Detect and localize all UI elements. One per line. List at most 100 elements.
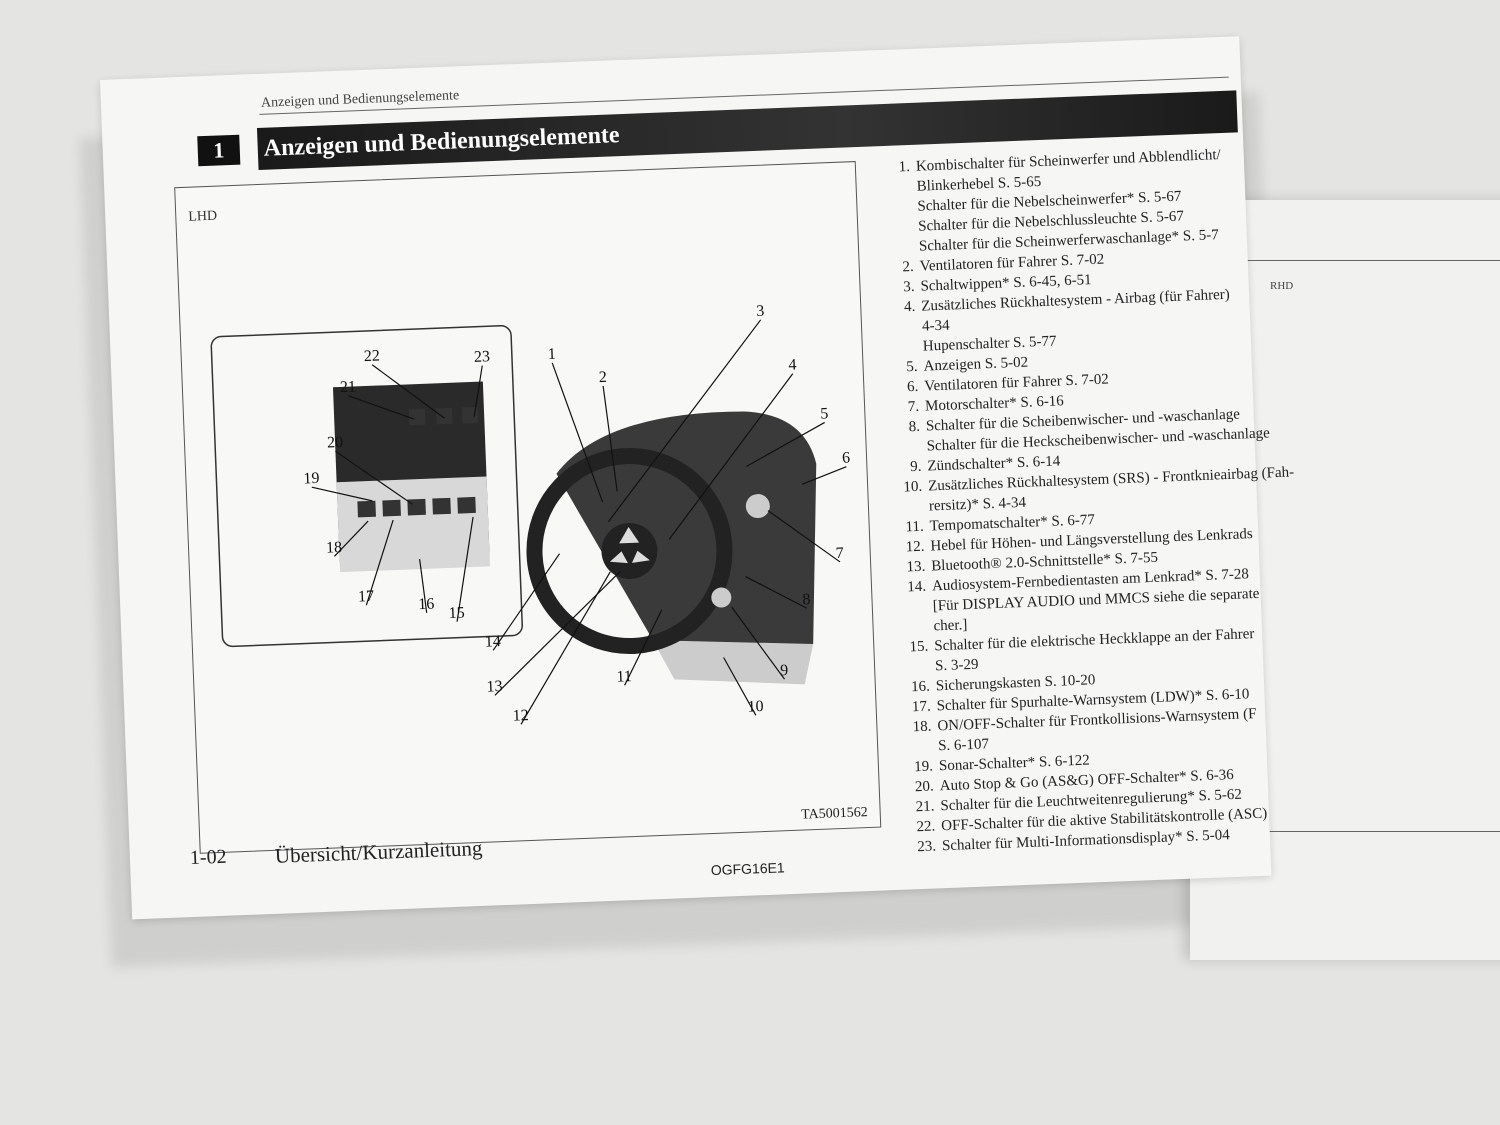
legend-number: 17.: [911, 698, 931, 716]
callout-number: 20: [327, 434, 344, 452]
component-legend: 1.Kombischalter für Scheinwerfer und Abb…: [884, 144, 1294, 857]
legend-text: S. 6-107: [937, 736, 990, 755]
legend-number: [890, 317, 917, 338]
callout-leader-line: [473, 365, 483, 417]
callout-number: 12: [512, 707, 529, 725]
callout-leader-line: [607, 319, 762, 523]
callout-leader-line: [348, 395, 415, 420]
legend-number: 23.: [916, 838, 937, 856]
legend-number: 19.: [913, 758, 934, 776]
inset-frame: [210, 325, 523, 648]
callout-number: 3: [756, 303, 765, 320]
page-number: 1-02: [189, 845, 228, 870]
legend-text: 4-34: [921, 317, 950, 335]
callout-leader-line: [602, 385, 618, 492]
legend-number: 15.: [909, 638, 929, 656]
callout-leader-line: [624, 609, 663, 686]
legend-number: [901, 617, 928, 638]
callout-number: 17: [358, 588, 375, 606]
callout-leader-line: [494, 570, 621, 696]
legend-number: 20.: [914, 778, 935, 796]
legend-number: [887, 237, 914, 258]
callout-number: 2: [598, 369, 607, 386]
legend-number: 3.: [902, 278, 915, 296]
legend-number: [906, 737, 933, 758]
legend-text: S. 3-29: [934, 656, 979, 675]
legend-number: 6.: [906, 378, 919, 396]
legend-number: [900, 597, 927, 618]
dashboard: [556, 411, 817, 650]
document-code: OGFG16E1: [710, 859, 785, 879]
legend-number: [886, 217, 913, 238]
legend-number: [894, 437, 921, 458]
callout-leader-line: [767, 510, 841, 563]
legend-text: cher.]: [933, 617, 968, 635]
callout-leader-line: [731, 606, 785, 680]
legend-number: [885, 197, 912, 218]
legend-number: [897, 497, 924, 518]
callout-number: 1: [548, 346, 557, 363]
callout-leader-line: [371, 364, 445, 419]
callout-leader-line: [492, 553, 561, 651]
legend-number: 9.: [909, 458, 922, 476]
callout-number: 11: [616, 668, 632, 686]
callout-number: 10: [747, 698, 764, 716]
legend-number: 2.: [902, 258, 915, 276]
mitsubishi-logo: [609, 527, 650, 564]
callout-number: 19: [303, 470, 320, 488]
callout-leader-line: [801, 466, 847, 485]
manual-page: Anzeigen und Bedienungselemente 1 Anzeig…: [100, 36, 1294, 920]
legend-number: 10.: [903, 478, 923, 496]
legend-number: 16.: [910, 678, 931, 696]
legend-number: 8.: [908, 418, 921, 436]
figure-code: TA5001562: [800, 805, 868, 823]
legend-number: 14.: [907, 578, 927, 596]
rhd-label: RHD: [1270, 280, 1294, 292]
legend-number: 21.: [915, 798, 935, 816]
legend-number: 7.: [907, 398, 920, 416]
callout-number: 22: [363, 347, 380, 365]
legend-number: 13.: [906, 558, 926, 576]
legend-number: 12.: [905, 538, 925, 556]
callout-number: 5: [820, 405, 829, 422]
engine-switch: [745, 494, 770, 519]
chapter-number: 1: [197, 134, 241, 167]
switch-buttons: [357, 406, 479, 518]
legend-number: [890, 337, 917, 358]
callout-leader-line: [419, 559, 428, 613]
callout-leader-line: [746, 421, 825, 467]
callout-number: 16: [418, 596, 435, 614]
callout-number: 15: [448, 604, 465, 622]
callout-number: 14: [485, 633, 502, 651]
callout-leader-line: [335, 450, 413, 505]
callout-leader-line: [723, 657, 757, 716]
knee-panel: [652, 640, 814, 685]
legend-number: [903, 657, 930, 678]
callout-number: 8: [802, 591, 811, 608]
callout-number: 6: [842, 449, 851, 466]
legend-number: 4.: [903, 298, 916, 316]
callout-number: 23: [474, 348, 491, 366]
legend-number: 1.: [898, 158, 911, 176]
callout-number: 18: [326, 539, 343, 557]
callout-leader-line: [668, 373, 794, 540]
legend-number: 5.: [906, 358, 918, 376]
callout-number: 21: [340, 378, 357, 396]
legend-number: 22.: [916, 818, 936, 836]
switch-panel-lower: [336, 476, 490, 573]
callout-leader-line: [520, 571, 611, 725]
callout-number: 13: [486, 678, 503, 696]
legend-number: 11.: [905, 518, 925, 536]
callout-number: 9: [780, 662, 789, 679]
rhd-figure: [1240, 260, 1500, 832]
steering-hub: [601, 523, 658, 580]
callout-leader-line: [365, 519, 394, 606]
callout-leader-line: [745, 576, 808, 609]
callout-leader-line: [311, 486, 373, 502]
ignition: [711, 587, 732, 608]
callout-leader-line: [456, 516, 474, 622]
callout-number: 7: [835, 545, 844, 562]
callout-leader-line: [334, 520, 369, 557]
